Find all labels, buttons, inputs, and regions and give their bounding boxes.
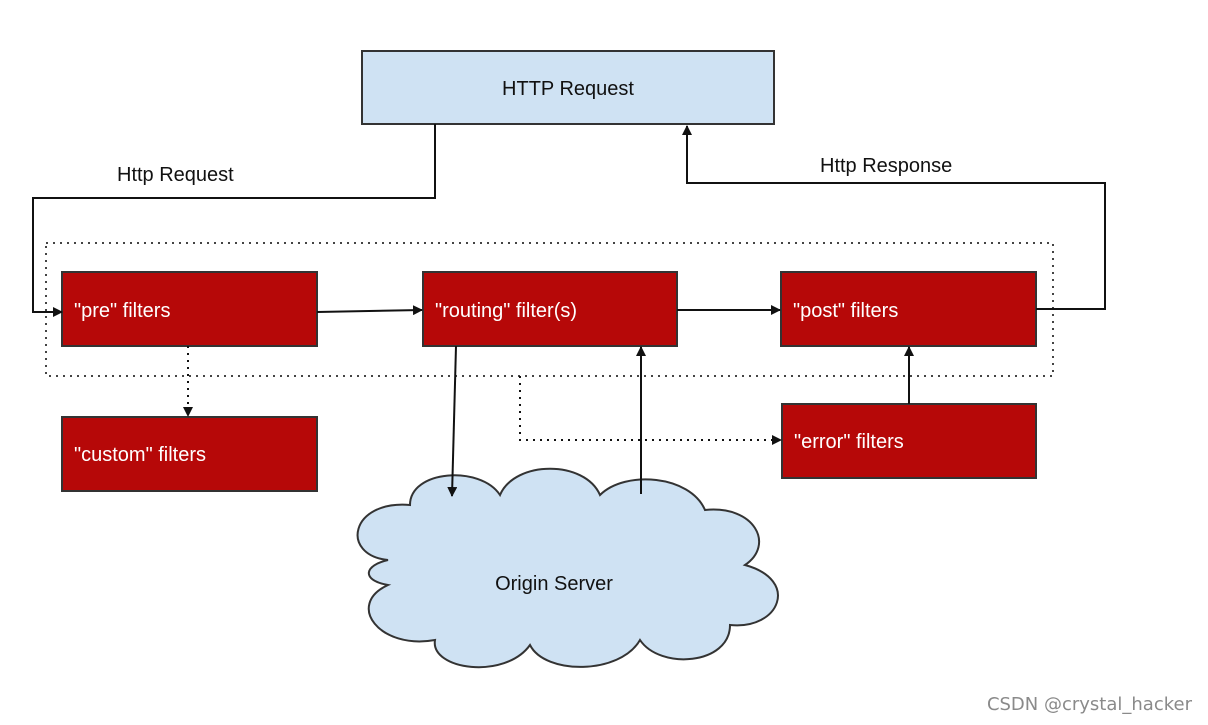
chain-to-error-edge <box>519 376 782 445</box>
http-request-node: HTTP Request <box>361 50 775 125</box>
pre-to-routing-edge <box>316 305 423 316</box>
origin-server-node: Origin Server <box>356 467 779 669</box>
watermark: CSDN @crystal_hacker <box>986 694 1192 715</box>
origin-server-cloud <box>356 467 779 669</box>
filter-chain-container <box>45 242 1054 377</box>
request-edge-label: Http Request <box>117 164 234 186</box>
error-filters-label: "error" filters <box>794 431 904 453</box>
response-edge <box>682 125 1106 310</box>
post-filters-node: "post" filters <box>780 271 1037 347</box>
request-edge <box>32 124 436 317</box>
http-request-box <box>361 50 775 125</box>
routing-filters-node: "routing" filter(s) <box>422 271 678 347</box>
pre-filters-box <box>61 271 318 347</box>
custom-filters-label: "custom" filters <box>74 444 206 466</box>
post-filters-label: "post" filters <box>793 300 898 322</box>
pre-filters-label: "pre" filters <box>74 300 170 322</box>
error-filters-node: "error" filters <box>781 403 1037 479</box>
error-filters-box <box>781 403 1037 479</box>
custom-filters-node: "custom" filters <box>61 416 318 492</box>
origin-server-label: Origin Server <box>495 573 613 595</box>
routing-filters-label: "routing" filter(s) <box>435 300 577 322</box>
pre-filters-node: "pre" filters <box>61 271 318 347</box>
response-edge-label: Http Response <box>820 155 952 177</box>
http-request-label: HTTP Request <box>502 78 634 100</box>
routing-to-origin-edge <box>447 345 458 497</box>
custom-filters-box <box>61 416 318 492</box>
